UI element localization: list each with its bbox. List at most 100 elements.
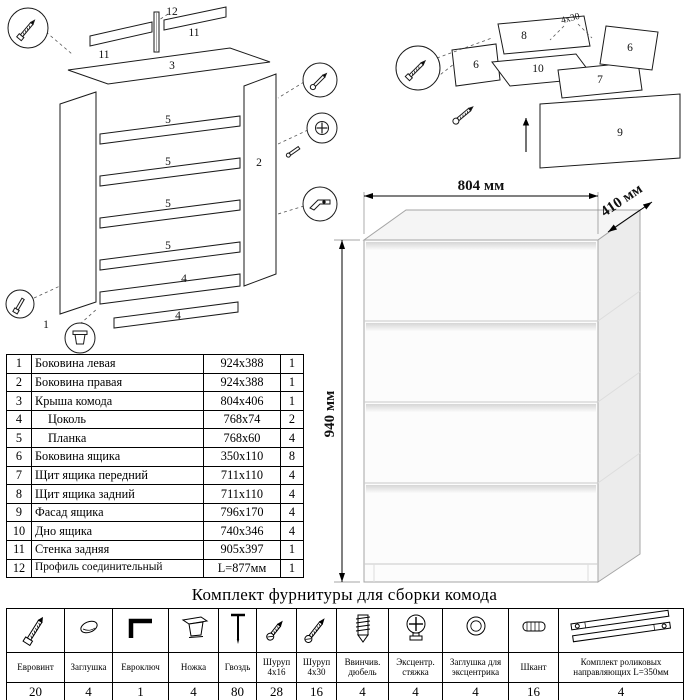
hw-name: Эксцентр. стяжка <box>388 652 443 683</box>
leg-icon <box>72 330 88 345</box>
part-label-11b: 11 <box>188 27 199 39</box>
part-num: 6 <box>6 446 32 467</box>
hw-name: Заглушка <box>64 652 113 683</box>
part-label-5c: 5 <box>165 198 171 210</box>
part-name: Профиль соединительный <box>31 558 204 579</box>
part-name: Крыша комода <box>31 391 204 411</box>
hw-qty: 28 <box>256 682 297 700</box>
part-name: Боковина ящика <box>31 446 204 467</box>
screw-in-dowel-icon <box>355 614 370 643</box>
back-panel-right <box>163 6 227 31</box>
hardware-names-row: Евровинт Заглушка Евроключ Ножка Гвоздь … <box>6 652 684 683</box>
dresser-right-face <box>597 209 641 583</box>
right-side-panel <box>243 73 277 287</box>
table-row: 11 Стенка задняя 905x397 1 <box>6 539 304 560</box>
part-size: 768x60 <box>203 428 281 448</box>
part-name: Боковина левая <box>31 354 204 374</box>
hw-icon-cell <box>296 608 337 653</box>
euroscrew-icon <box>404 59 427 82</box>
table-row: 1 Боковина левая 924x388 1 <box>6 354 304 374</box>
slat-3 <box>99 199 241 229</box>
table-row: 5 Планка 768x60 4 <box>6 428 304 448</box>
table-row: 6 Боковина ящика 350x110 8 <box>6 446 304 467</box>
plinth-front <box>99 273 241 305</box>
part-size: L=877мм <box>203 558 281 579</box>
part-qty: 4 <box>280 465 304 486</box>
screw-icon <box>309 72 328 91</box>
part-label-4a: 4 <box>181 273 187 285</box>
hw-qty: 4 <box>64 682 113 700</box>
screw-long-icon <box>303 618 325 644</box>
hw-name: Шуруп 4x16 <box>256 652 297 683</box>
part-label-2: 2 <box>256 157 262 169</box>
bolt-icon <box>12 297 25 315</box>
drawer-side-left <box>451 43 501 87</box>
part-size: 796x170 <box>203 502 281 523</box>
hw-icon-cell <box>508 608 559 653</box>
hardware-qty-row: 20 4 1 4 80 28 16 4 4 4 16 4 <box>6 682 684 700</box>
part-num: 2 <box>6 372 32 393</box>
part-qty: 1 <box>280 391 304 411</box>
part-size: 905x397 <box>203 539 281 560</box>
cam-lock-icon <box>315 121 329 135</box>
hw-qty: 20 <box>6 682 65 700</box>
part-label-6a: 6 <box>473 59 479 71</box>
part-num: 10 <box>6 521 32 541</box>
euroscrew-icon <box>15 19 36 42</box>
part-label-5b: 5 <box>165 156 171 168</box>
hw-qty: 4 <box>442 682 509 700</box>
part-size: 740x346 <box>203 521 281 541</box>
top-panel <box>67 47 271 85</box>
part-num: 1 <box>6 354 32 374</box>
part-label-9: 9 <box>617 127 623 139</box>
hardware-kit-table: Евровинт Заглушка Евроключ Ножка Гвоздь … <box>6 608 684 700</box>
slat-2 <box>99 157 241 187</box>
part-qty: 8 <box>280 446 304 467</box>
part-num: 11 <box>6 539 32 560</box>
part-label-5a: 5 <box>165 114 171 126</box>
frame-exploded-diagram: 12 11 11 3 2 1 5 5 5 5 4 4 <box>5 6 338 354</box>
drawer-exploded-diagram: 8 6 6 10 7 9 4x30 <box>395 12 681 169</box>
hw-icon-cell <box>558 608 684 653</box>
slat-4 <box>99 241 241 271</box>
drawer-back-panel <box>497 15 591 55</box>
hw-icon-cell <box>64 608 113 653</box>
hw-qty: 1 <box>112 682 169 700</box>
hw-qty: 4 <box>558 682 684 700</box>
nail-icon <box>230 613 245 644</box>
part-name: Фасад ящика <box>31 502 204 523</box>
part-num: 3 <box>6 391 32 411</box>
bracket-icon <box>309 199 331 211</box>
dowel-pin-icon <box>522 621 545 632</box>
hw-name: Гвоздь <box>218 652 257 683</box>
part-label-8: 8 <box>521 30 527 42</box>
eurobolt-icon <box>21 616 43 647</box>
table-row: 7 Щит ящика передний 711x110 4 <box>6 465 304 486</box>
part-size: 804x406 <box>203 391 281 411</box>
part-num: 9 <box>6 502 32 523</box>
parts-list-table: 1 Боковина левая 924x388 1 2 Боковина пр… <box>6 354 304 579</box>
part-num: 8 <box>6 484 32 504</box>
small-screw-icon <box>285 145 301 158</box>
screw-icon <box>452 106 474 125</box>
height-dimension-label: 940 мм <box>322 391 338 438</box>
hw-name: Комплект роликовых направляющих L=350мм <box>558 652 684 683</box>
left-side-panel <box>59 91 97 315</box>
hw-icon-cell <box>442 608 509 653</box>
hw-qty: 16 <box>296 682 337 700</box>
hw-icon-cell <box>168 608 219 653</box>
part-size: 711x110 <box>203 484 281 504</box>
hw-name: Заглушка для эксцентрика <box>442 652 509 683</box>
cap-icon <box>79 620 98 634</box>
part-num: 12 <box>6 558 32 579</box>
part-qty: 2 <box>280 409 304 430</box>
slat-1 <box>99 115 241 145</box>
part-num: 4 <box>6 409 32 430</box>
table-row: 10 Дно ящика 740x346 4 <box>6 521 304 541</box>
part-qty: 4 <box>280 521 304 541</box>
hw-qty: 4 <box>336 682 389 700</box>
part-label-6b: 6 <box>627 42 633 54</box>
hw-icon-cell <box>336 608 389 653</box>
part-num: 7 <box>6 465 32 486</box>
part-qty: 1 <box>280 354 304 374</box>
